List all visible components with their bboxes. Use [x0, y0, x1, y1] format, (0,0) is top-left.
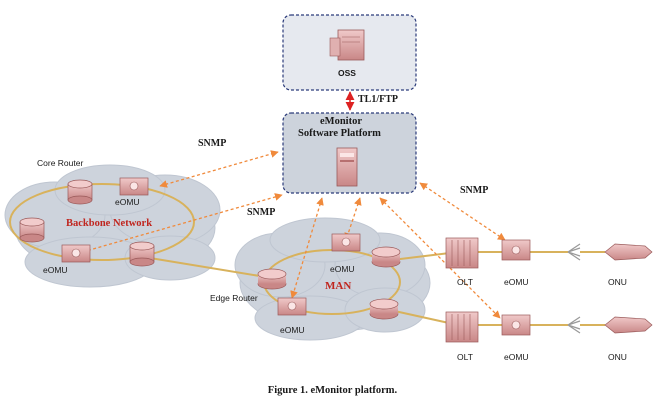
oss-server-icon	[329, 29, 365, 61]
man-router-icon	[369, 298, 399, 320]
eomu-label-access-top: eOMU	[504, 277, 529, 287]
snmp-label-access: SNMP	[460, 185, 489, 196]
eomu-device-icon	[501, 239, 531, 261]
eomu-device-icon	[61, 244, 91, 263]
snmp-label-backbone: SNMP	[247, 207, 276, 218]
eomu-label-man-top: eOMU	[330, 264, 355, 274]
core-router-label: Core Router	[37, 158, 84, 168]
olt-device-icon	[445, 311, 479, 343]
olt-label-top: OLT	[457, 277, 473, 287]
figure-caption: Figure 1. eMonitor platform.	[267, 385, 398, 396]
core-router-icon	[129, 241, 155, 267]
platform-title: eMonitor	[320, 116, 362, 127]
edge-router-icon	[257, 268, 287, 290]
eomu-label-backbone-bottom: eOMU	[43, 265, 68, 275]
snmp-links	[71, 150, 506, 319]
core-router-icon	[19, 217, 45, 243]
platform-subtitle: Software Platform	[298, 128, 381, 139]
eomu-device-icon	[277, 297, 307, 316]
splitters	[567, 243, 581, 334]
eomu-label-access-bottom: eOMU	[504, 352, 529, 362]
eomu-device-icon	[119, 177, 149, 196]
eomu-device-icon	[501, 314, 531, 336]
edge-router-label: Edge Router	[210, 293, 258, 303]
olt-device-icon	[445, 237, 479, 269]
man-router-icon	[371, 246, 401, 268]
onu-device-icon	[604, 243, 653, 261]
onu-device-icon	[604, 316, 653, 334]
oss-label: OSS	[338, 68, 356, 78]
snmp-label-core: SNMP	[198, 138, 227, 149]
man-label: MAN	[325, 280, 352, 292]
platform-server-icon	[336, 147, 358, 187]
eomu-label-man-bottom: eOMU	[280, 325, 305, 335]
onu-label-top: ONU	[608, 277, 627, 287]
olt-label-bottom: OLT	[457, 352, 473, 362]
onu-label-bottom: ONU	[608, 352, 627, 362]
eomu-device-icon	[331, 233, 361, 252]
core-router-icon	[67, 179, 93, 205]
tl1-ftp-label: TL1/FTP	[358, 94, 399, 105]
eomu-label-backbone-top: eOMU	[115, 197, 140, 207]
backbone-network-label: Backbone Network	[66, 218, 153, 229]
